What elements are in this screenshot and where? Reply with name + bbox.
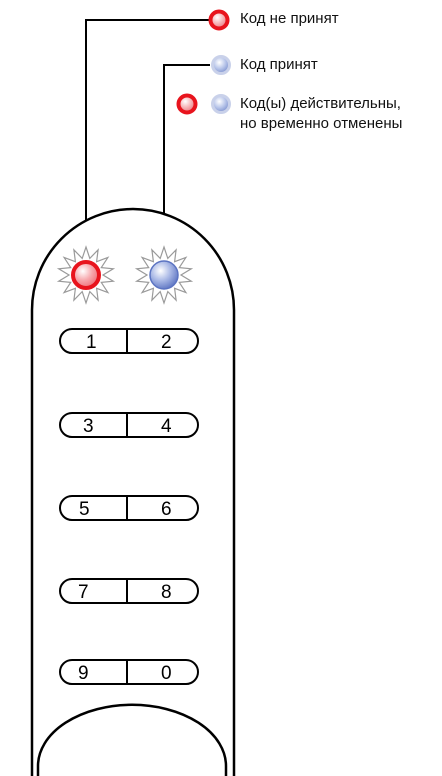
remote-blue-led-icon xyxy=(150,261,178,289)
legend-label-suspended-line1: Код(ы) действительны, xyxy=(240,94,401,113)
key-1[interactable]: 1 xyxy=(86,332,97,353)
leader-line-red xyxy=(86,20,210,238)
key-row: 5 6 xyxy=(60,496,198,520)
key-pill-outline xyxy=(60,413,198,437)
key-0[interactable]: 0 xyxy=(161,663,172,684)
key-9[interactable]: 9 xyxy=(78,663,89,684)
leader-line-blue xyxy=(164,65,210,238)
legend-blue-led-icon xyxy=(213,57,230,74)
key-8[interactable]: 8 xyxy=(161,582,172,603)
legend-label-not-accepted: Код не принят xyxy=(240,9,339,28)
key-row: 1 2 xyxy=(60,329,198,353)
legend-label-accepted: Код принят xyxy=(240,55,318,74)
key-6[interactable]: 6 xyxy=(161,499,172,520)
key-row: 9 0 xyxy=(60,660,198,684)
legend-label-suspended-line2: но временно отменены xyxy=(240,114,402,133)
key-5[interactable]: 5 xyxy=(79,499,90,520)
key-row: 7 8 xyxy=(60,579,198,603)
key-4[interactable]: 4 xyxy=(161,416,172,437)
key-pill-outline xyxy=(60,329,198,353)
key-row: 3 4 xyxy=(60,413,198,437)
key-3[interactable]: 3 xyxy=(83,416,94,437)
remote-red-led-icon xyxy=(73,262,99,288)
key-2[interactable]: 2 xyxy=(161,332,172,353)
remote-body-outline xyxy=(32,209,234,776)
legend-red-led-icon-small xyxy=(179,96,196,113)
key-7[interactable]: 7 xyxy=(78,582,89,603)
legend-red-led-icon xyxy=(211,12,228,29)
legend-blue-led-icon-small xyxy=(213,96,230,113)
